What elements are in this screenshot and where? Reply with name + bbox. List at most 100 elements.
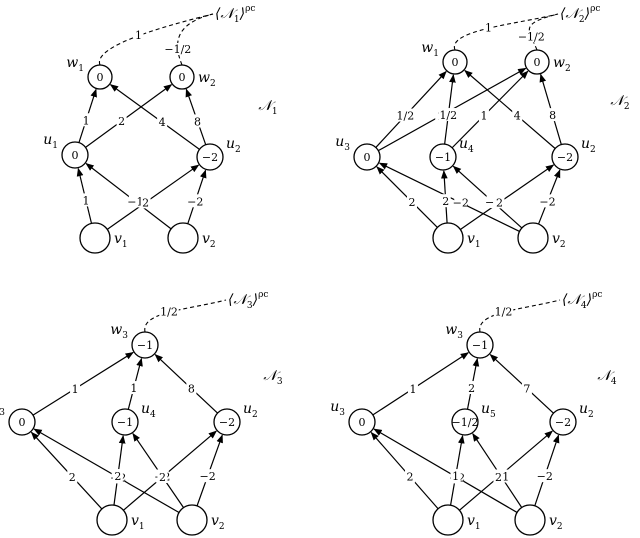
edge-weight-u3-w1: 1/2 [397, 110, 415, 123]
node-label-u2: u2 [226, 136, 241, 155]
edge-weight-u2-w2: 8 [549, 109, 556, 122]
edge-weight-bg [407, 381, 418, 395]
node-w3 [131, 331, 159, 359]
dashed-weight-w2: −1/2 [164, 43, 191, 56]
node-label-v2: v2 [549, 513, 563, 532]
node-v2 [167, 222, 199, 254]
edge-weight-v1-u2: 2 [142, 196, 149, 209]
node-value-u2: −2 [557, 151, 573, 164]
dashed-weight-bg [493, 305, 514, 318]
node-label-v2: v2 [211, 513, 225, 532]
edge-weight-v2-u1: −1 [127, 195, 143, 208]
node-v1 [96, 504, 128, 536]
node-u2 [196, 143, 224, 171]
node-value-u3: 0 [364, 151, 371, 164]
edge-v1-u2 [459, 164, 555, 230]
node-w1 [87, 64, 113, 90]
edge-weight-v2-u3: −2 [453, 197, 469, 210]
node-label-v1: v1 [467, 513, 481, 532]
node-label-w1: w1 [66, 55, 84, 74]
edge-weight-bg [157, 115, 168, 129]
node-u1 [61, 141, 89, 169]
edge-weight-bg [112, 469, 123, 483]
edge-weight-v1-u2: 2 [496, 196, 503, 209]
node-v2 [176, 504, 208, 536]
edge-weight-v1-u4: 2 [114, 470, 121, 483]
dashed-weight-bg [164, 43, 191, 55]
node-label-w1: w1 [421, 40, 439, 59]
dashed-link-w1 [99, 13, 214, 66]
edge-weight-bg [186, 381, 197, 395]
node-label-u3: u3 [0, 399, 5, 418]
edge-weight-bg [128, 381, 139, 395]
edge-weight-u5-w3: 2 [468, 382, 475, 395]
network-title-3: 𝒩3 [263, 368, 282, 387]
edge-weight-bg [116, 114, 127, 128]
edge-weight-bg [405, 469, 416, 483]
dashed-weight-w2: −1/2 [518, 30, 545, 43]
edge-u2-w1 [109, 84, 200, 150]
node-v2 [517, 222, 549, 254]
edge-weight-bg [192, 114, 203, 128]
node-label-u2: u2 [579, 401, 594, 420]
node-w3 [466, 331, 494, 359]
edge-weight-bg [540, 194, 554, 208]
edge-weight-u3-w3: 1 [409, 383, 416, 396]
bracket-label-1: ⟨𝒩1⟩ρc [215, 4, 255, 25]
edge-weight-v2-u2: −2 [200, 470, 216, 483]
edge-weight-bg [67, 469, 78, 483]
edge-weight-v1-u4: 2 [442, 195, 449, 208]
edge-weight-bg [450, 469, 461, 483]
edge-weight-bg [157, 470, 168, 484]
node-value-w1: 0 [452, 56, 459, 69]
network-title-4: 𝒩4 [597, 368, 616, 387]
node-label-w3: w3 [110, 322, 128, 341]
edge-weight-v2-u2: −2 [187, 195, 203, 208]
edge-weight-bg [547, 108, 558, 122]
node-value-w2: 0 [179, 71, 186, 84]
dashed-weight-bg [159, 305, 179, 318]
node-w2 [524, 49, 550, 75]
edge-weight-bg [201, 469, 215, 483]
dashed-weight-w3: 1/2 [160, 305, 178, 318]
node-v1 [432, 504, 464, 536]
edges-layer [30, 13, 562, 514]
edge-weight-bg [406, 194, 417, 208]
node-u2 [551, 143, 579, 171]
edge-weight-bg [188, 194, 202, 208]
edge-weight-u2-w3: 8 [188, 383, 195, 396]
node-value-u2: −2 [202, 151, 218, 164]
dashed-weight-w3: 1/2 [495, 305, 513, 318]
edge-weight-bg [478, 108, 489, 122]
node-w1 [442, 49, 468, 75]
network-title-2: 𝒩2 [610, 93, 629, 112]
edge-u2-w1 [464, 69, 556, 149]
node-value-w1: 0 [97, 71, 104, 84]
dashed-weight-bg [483, 21, 494, 34]
node-u2 [213, 408, 241, 436]
edge-weight-u2-w3: 7 [523, 383, 530, 396]
dashed-weight-bg [518, 30, 545, 43]
edge-weight-bg [538, 469, 552, 483]
edge-weight-v2-u2: −2 [537, 470, 553, 483]
node-label-v2: v2 [552, 231, 566, 250]
node-w2 [169, 64, 195, 90]
node-label-w3: w3 [445, 322, 463, 341]
node-label-w2: w2 [198, 70, 216, 89]
dashed-link-w3 [144, 299, 227, 333]
edge-weight-bg [512, 108, 523, 122]
dashed-weight-w1: 1 [135, 29, 142, 42]
edge-weight-u4-w1: 1/2 [439, 109, 457, 122]
edge-weight-bg [395, 108, 416, 122]
edge-weight-u1-w2: 2 [118, 115, 125, 128]
node-label-u5: u5 [481, 401, 496, 420]
node-label-v1: v1 [114, 231, 128, 250]
edge-weight-u2-w1: 4 [514, 110, 521, 123]
edge-u1-w2 [85, 84, 173, 148]
bracket-label-4: ⟨𝒩4⟩ρc [562, 290, 602, 311]
node-value-u3: 0 [19, 416, 26, 429]
edge-weight-v1-u1: 1 [82, 194, 89, 207]
edge-v1-u2 [106, 164, 200, 230]
edge-weight-bg [494, 195, 505, 209]
